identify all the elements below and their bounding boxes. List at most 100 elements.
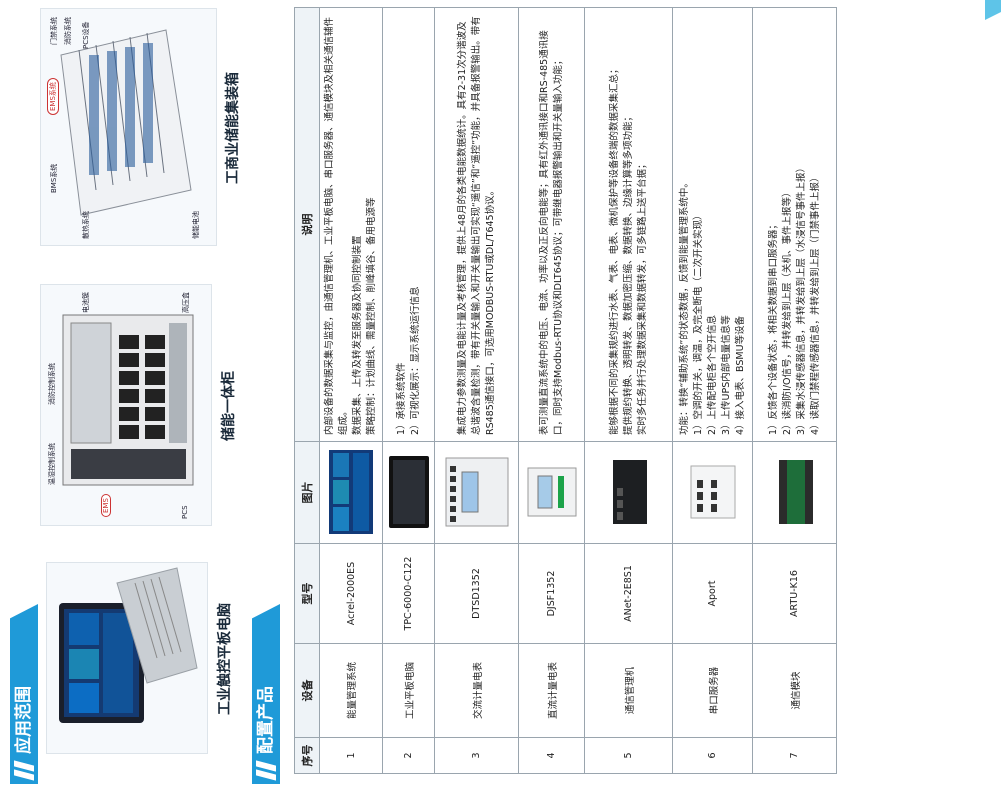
cell-device: 工业平板电脑	[382, 643, 435, 738]
description-line: 2）读消防I/O信号，并转发给到上层（关机、事件上报等）	[781, 187, 793, 435]
cell-model: DJSF1352	[518, 543, 585, 644]
description-line: 内部设备的数据采集与监控，由通信管理机、工业平板电脑、串口服务器、通信模块及相关…	[324, 16, 349, 435]
description-line: 能够根据不同的采集规约进行水表、气表、电表、微机保护等设备终端的数据采集汇总；	[608, 64, 620, 435]
cell-description: 表可测量直流系统中的电压、电流、功率以及正反向电能等；具有红外通讯接口和RS-4…	[518, 7, 585, 442]
description-line: 集成电力参数测量及电能计量及考核管理，提供上48月的各类电能数据统计。具有2-3…	[456, 16, 496, 435]
cell-description: 集成电力参数测量及电能计量及考核管理，提供上48月的各类电能数据统计。具有2-3…	[434, 7, 519, 442]
description-line: 1）承接系统软件	[395, 362, 407, 435]
description-line: 策略控制：计划曲线、需量控制、削峰填谷、备用电源等	[366, 197, 377, 435]
cell-no: 1	[319, 737, 383, 774]
label-cooling-system: 散热系统	[82, 211, 90, 239]
cell-description: 功能：转换“辅助系统”的状态数据，反馈到能量管理系统中。1）空调的开关，调温，及…	[672, 7, 753, 442]
header-picture: 图片	[294, 441, 320, 544]
description-line: 1）反馈各个设备状态，将相关数据到串口服务器；	[767, 219, 779, 435]
container-image	[60, 29, 192, 216]
container-card: EMS系统 门禁系统 消防系统 PCS设备 BMS系统 散热系统 储能电池	[40, 8, 217, 246]
cell-description: 能够根据不同的采集规约进行水表、气表、电表、微机保护等设备终端的数据采集汇总；提…	[584, 7, 673, 442]
gateway-image	[612, 460, 647, 525]
cell-model: DTSD1352	[434, 543, 519, 644]
industrial-tablet-image	[59, 567, 198, 723]
header-model: 型号	[294, 543, 320, 644]
dc-meter-image	[527, 468, 576, 517]
tablet-image	[388, 456, 429, 529]
cell-description: 1）反馈各个设备状态，将相关数据到串口服务器；2）读消防I/O信号，并转发给到上…	[752, 7, 837, 442]
label-ems-system: EMS系统	[47, 78, 59, 115]
label-temp-control: 温湿控制系统	[48, 443, 56, 485]
description-line: 提供规约转换、透明转发、数据加密压缩、数据转换、边缘计算等多项功能；	[622, 111, 634, 435]
cell-device: 通信模块	[752, 643, 837, 738]
section-title-config: 配置产品	[252, 604, 280, 784]
cell-device: 串口服务器	[672, 643, 753, 738]
cell-no: 6	[672, 737, 753, 774]
cell-device: 直流计量电表	[518, 643, 585, 738]
page-footer-band	[985, 0, 1001, 794]
label-hv-box: 高压盒	[182, 292, 190, 313]
cell-picture	[672, 441, 753, 544]
description-line: 3）采集水浸传感器信息，并转发给到上层（水浸信号事件上报）	[795, 162, 807, 435]
corner-accent	[985, 0, 1001, 20]
description-line: 4）接入电表、BSMU等设备	[734, 315, 746, 435]
caption-tablet: 工业触控平板电脑	[217, 603, 233, 715]
description-line: 2）上传配电柜各个空开信息	[706, 314, 718, 435]
cell-picture	[434, 441, 519, 544]
cell-picture	[382, 441, 435, 544]
tablet-card	[46, 562, 208, 754]
header-device: 设备	[294, 643, 320, 738]
description-line: 4）读取门禁程传感器信息，并转发给到上层（门禁事件上报）	[809, 172, 821, 435]
cell-model: Acrel-2000ES	[319, 543, 383, 644]
label-pcs: PCS	[181, 505, 189, 519]
description-line: 3）上传UPS内部电量信息等	[720, 315, 732, 435]
energy-storage-cabinet-image	[62, 314, 194, 486]
label-storage-battery: 储能电池	[192, 211, 200, 239]
table-header-row: 序号 设备 型号 图片 说明	[294, 7, 320, 774]
cell-model: Aport	[672, 543, 753, 644]
io-module-image	[778, 460, 813, 525]
label-fire-control: 消防控制系统	[48, 363, 56, 405]
label-battery-cluster: 电池簇	[82, 292, 90, 313]
cell-picture	[752, 441, 837, 544]
section-title-application: 应用范围	[10, 604, 38, 784]
label-bms-system: BMS系统	[50, 163, 58, 193]
description-line: 表可测量直流系统中的电压、电流、功率以及正反向电能等；具有红外通讯接口和RS-4…	[538, 30, 564, 435]
cabinet-card: PCS EMS 温湿控制系统 消防控制系统 电池簇 高压盒	[40, 284, 212, 526]
label-fire-system: 消防系统	[64, 17, 72, 45]
caption-container: 工商业储能集装箱	[225, 72, 241, 184]
description-line: 实时多任务并行处理数据采集和数据转发，可多链路上送平台据；	[636, 159, 648, 435]
caption-cabinet: 储能一体柜	[221, 371, 237, 441]
description-line: 功能：转换“辅助系统”的状态数据，反馈到能量管理系统中。	[678, 178, 690, 435]
header-description: 说明	[294, 7, 320, 442]
cell-model: ARTU-K16	[752, 543, 837, 644]
cell-model: ANet-2E8S1	[584, 543, 673, 644]
label-pcs-equipment: PCS设备	[82, 21, 90, 49]
cell-no: 5	[584, 737, 673, 774]
cell-model: TPC-6000-C122	[382, 543, 435, 644]
label-access-control: 门禁系统	[50, 17, 58, 45]
cell-picture	[518, 441, 585, 544]
serial-server-image	[690, 466, 735, 519]
cell-picture	[319, 441, 383, 544]
cell-device: 能量管理系统	[319, 643, 383, 738]
description-line: 数据采集、上传及转发至服务器及协同控制装置	[352, 235, 363, 435]
cell-device: 通信管理机	[584, 643, 673, 738]
cell-no: 4	[518, 737, 585, 774]
ac-meter-image	[445, 458, 508, 527]
cell-no: 2	[382, 737, 435, 774]
cell-no: 7	[752, 737, 837, 774]
cell-picture	[584, 441, 673, 544]
cell-description: 内部设备的数据采集与监控，由通信管理机、工业平板电脑、串口服务器、通信模块及相关…	[319, 7, 383, 442]
cell-device: 交流计量电表	[434, 643, 519, 738]
label-ems: EMS	[101, 494, 111, 517]
header-no: 序号	[294, 737, 320, 774]
description-line: 2）可视化展示：显示系统运行信息	[409, 286, 421, 435]
description-line: 1）空调的开关，调温，及完全断电（二次开关实现）	[692, 210, 704, 435]
